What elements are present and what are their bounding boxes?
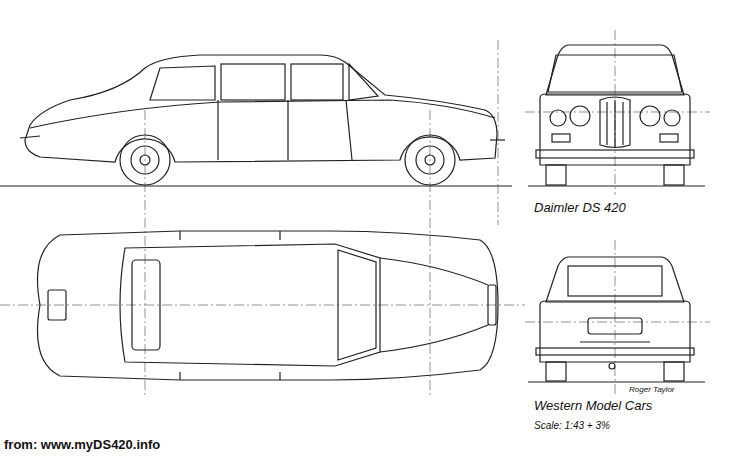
- scale-label: Scale: 1:43 + 3%: [533, 420, 611, 432]
- drawing-title: Daimler DS 420: [533, 201, 627, 216]
- author-label: Roger Taylor: [628, 385, 676, 394]
- source-watermark: from: www.myDS420.info: [3, 438, 161, 453]
- publisher-label: Western Model Cars: [533, 399, 653, 414]
